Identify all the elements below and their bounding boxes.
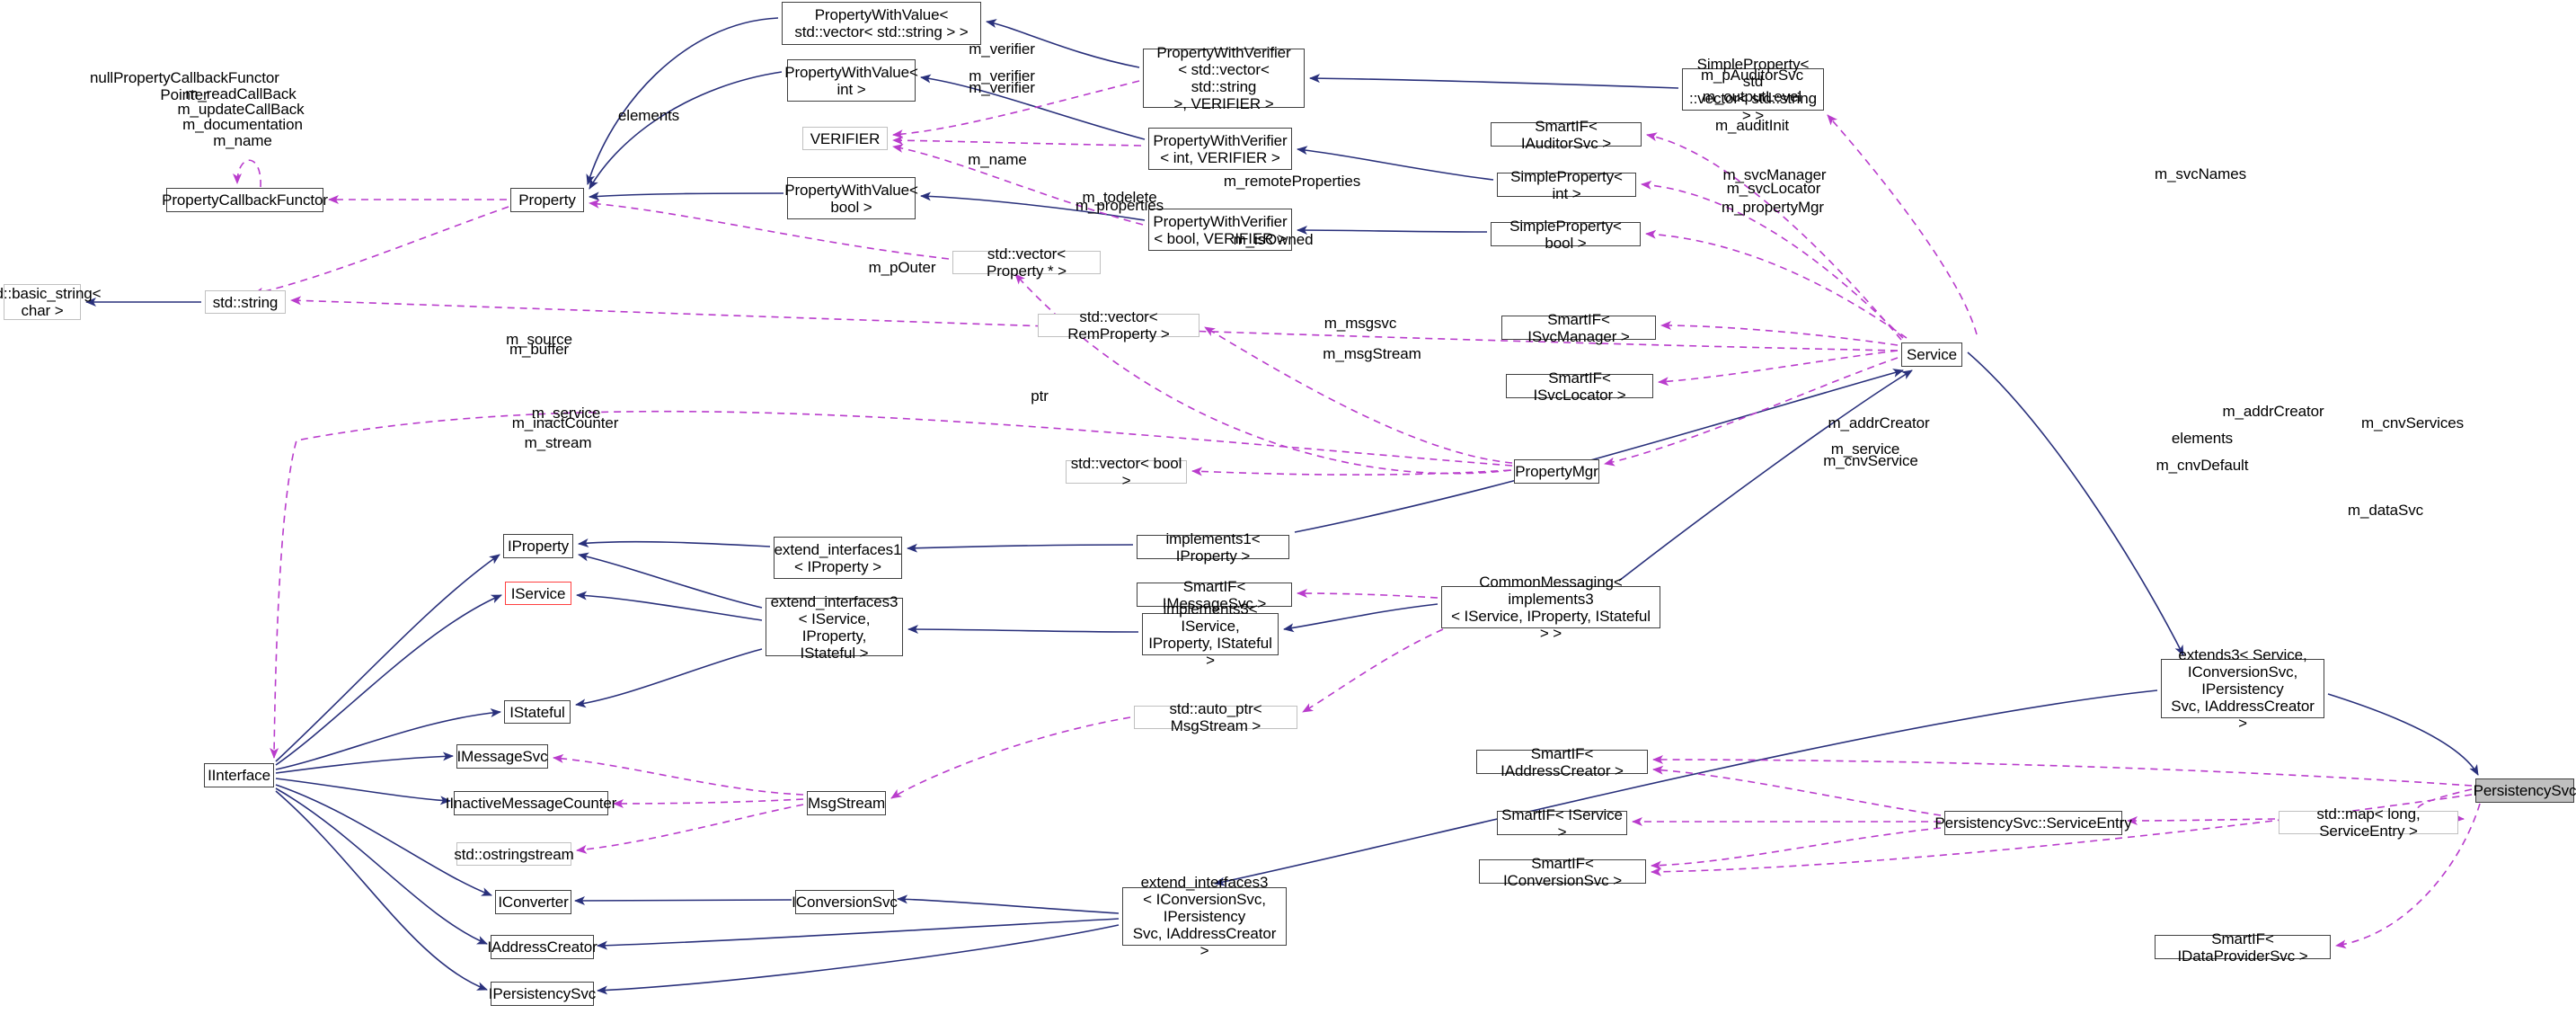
node-implements3-iservice[interactable]: implements3< IService, IProperty, IState… xyxy=(1142,600,1279,669)
edge-label-m-verifier-1: m_verifier xyxy=(969,40,1035,58)
edge-label-m-name-property: m_name xyxy=(213,132,272,149)
node-iinterface[interactable]: IInterface xyxy=(204,763,274,787)
node-msgstream[interactable]: MsgStream xyxy=(807,791,886,815)
node-extend-interfaces1-iproperty[interactable]: extend_interfaces1 < IProperty > xyxy=(774,537,902,579)
edge-label-m-auditinit: m_auditInit xyxy=(1714,117,1790,134)
edge-label-m-stream: m_stream xyxy=(524,434,592,451)
edge-label-m-cnvservice: m_cnvService xyxy=(1823,452,1918,469)
edge-label-m-service-entry: m_service xyxy=(1830,440,1900,458)
node-imessagesvc[interactable]: IMessageSvc xyxy=(456,744,548,769)
node-verifier[interactable]: VERIFIER xyxy=(802,127,888,150)
node-simple-property-int[interactable]: SimpleProperty< int > xyxy=(1497,168,1636,202)
node-iproperty[interactable]: IProperty xyxy=(503,534,573,558)
node-iaddresscreator[interactable]: IAddressCreator xyxy=(487,935,598,959)
node-simple-property-vec-string[interactable]: SimpleProperty< std ::vector< std::strin… xyxy=(1682,56,1824,124)
node-smartif-iservice[interactable]: SmartIF< IService > xyxy=(1497,806,1627,841)
edge-label-m-todelete: m_todelete xyxy=(1082,189,1157,206)
node-implements1-iproperty[interactable]: implements1< IProperty > xyxy=(1137,530,1289,565)
edge-label-m-datasvc: m_dataSvc xyxy=(2347,502,2424,519)
node-std-vector-property-ptr[interactable]: std::vector< Property * > xyxy=(952,245,1101,280)
edge-label-m-source: m_source xyxy=(506,331,572,348)
node-extends3-service[interactable]: extends3< Service, IConversionSvc, IPers… xyxy=(2161,646,2324,732)
edge-label-m-propertymgr: m_propertyMgr xyxy=(1722,199,1824,216)
node-std-auto-ptr-msgstream[interactable]: std::auto_ptr< MsgStream > xyxy=(1134,700,1297,734)
edge-label-m-outputlevel: m_outputLevel xyxy=(1702,88,1802,105)
edge-label-m-name-mid: m_name xyxy=(968,151,1027,168)
node-ipersistencysvc[interactable]: IPersistencySvc xyxy=(489,982,596,1006)
edge-label-m-verifier-3: m_verifier xyxy=(969,79,1035,96)
edge-label-m-svclocator: m_svcLocator xyxy=(1726,180,1821,197)
edge-label-m-addrcreator-mid: m_addrCreator xyxy=(1828,414,1930,431)
node-property-with-verifier-int[interactable]: PropertyWithVerifier < int, VERIFIER > xyxy=(1148,128,1292,170)
node-std-vector-remproperty[interactable]: std::vector< RemProperty > xyxy=(1038,308,1199,342)
node-property-mgr[interactable]: PropertyMgr xyxy=(1514,459,1599,484)
edge-label-m-updatecallback: m_updateCallBack xyxy=(177,101,305,118)
node-std-vector-bool[interactable]: std::vector< bool > xyxy=(1066,455,1187,489)
node-extend-interfaces3-iservice[interactable]: extend_interfaces3 < IService, IProperty… xyxy=(766,593,903,662)
edge-label-m-pauditorsvc: m_pAuditorSvc xyxy=(1701,67,1803,84)
node-persistencysvc-serviceentry[interactable]: PersistencySvc::ServiceEntry xyxy=(1934,811,2132,835)
node-smartif-iconversionsvc[interactable]: SmartIF< IConversionSvc > xyxy=(1479,855,1646,889)
edge-label-m-inactcounter: m_inactCounter xyxy=(511,414,619,431)
node-simple-property-bool[interactable]: SimpleProperty< bool > xyxy=(1491,218,1641,252)
node-property-with-verifier-vec-string[interactable]: PropertyWithVerifier < std::vector< std:… xyxy=(1143,44,1305,112)
edge-label-m-svcmanager: m_svcManager xyxy=(1722,166,1827,183)
node-istateful[interactable]: IStateful xyxy=(504,700,571,724)
edge-label-elements-property: elements xyxy=(617,107,680,124)
edge-label-m-svcnames: m_svcNames xyxy=(2155,165,2246,182)
edge-label-m-documentation: m_documentation xyxy=(182,116,303,133)
node-common-messaging[interactable]: CommonMessaging< implements3 < IService,… xyxy=(1441,574,1660,642)
edge-label-ptr: ptr xyxy=(1031,387,1049,405)
node-std-basic-string-char[interactable]: std::basic_string< char > xyxy=(0,284,102,320)
edge-label-m-buffer: m_buffer xyxy=(509,341,569,358)
node-smartif-isvclocator[interactable]: SmartIF< ISvcLocator > xyxy=(1506,369,1653,404)
node-smartif-iaddresscreator[interactable]: SmartIF< IAddressCreator > xyxy=(1476,745,1648,779)
node-iconversionsvc[interactable]: IConversionSvc xyxy=(792,890,898,914)
node-property[interactable]: Property xyxy=(510,188,584,212)
node-smartif-idataprovidersvc[interactable]: SmartIF< IDataProviderSvc > xyxy=(2155,930,2331,965)
node-std-map-long-serviceentry[interactable]: std::map< long, ServiceEntry > xyxy=(2279,805,2458,840)
node-iconverter[interactable]: IConverter xyxy=(495,890,571,914)
node-smartif-isvcmanager[interactable]: SmartIF< ISvcManager > xyxy=(1501,311,1656,345)
edge-label-m-addrcreator-right: m_addrCreator xyxy=(2222,403,2324,420)
edge-label-m-cnvdefault: m_cnvDefault xyxy=(2156,457,2249,474)
edge-label-m-readcallback: m_readCallBack xyxy=(185,85,297,102)
edge-label-m-msgstream: m_msgStream xyxy=(1323,345,1421,362)
node-std-string[interactable]: std::string xyxy=(205,290,286,314)
node-extend-interfaces3-iconversionsvc[interactable]: extend_interfaces3 < IConversionSvc, IPe… xyxy=(1122,874,1287,959)
node-property-with-value-int[interactable]: PropertyWithValue< int > xyxy=(784,59,918,102)
node-iservice[interactable]: IService xyxy=(505,582,571,605)
edge-label-nullpropertycallbackfunctorpointer: nullPropertyCallbackFunctor Pointer xyxy=(90,69,279,103)
edge-label-m-remoteproperties: m_remoteProperties xyxy=(1223,173,1361,190)
node-service[interactable]: Service xyxy=(1901,342,1962,367)
node-persistency-svc[interactable]: PersistencySvc xyxy=(2474,778,2576,803)
node-smartif-iauditorsvc[interactable]: SmartIF< IAuditorSvc > xyxy=(1491,118,1642,152)
node-property-with-value-vec-string[interactable]: PropertyWithValue< std::vector< std::str… xyxy=(782,2,981,45)
node-property-callback-functor[interactable]: PropertyCallbackFunctor xyxy=(162,188,328,212)
edge-label-m-properties: m_properties xyxy=(1075,197,1164,214)
node-iinactivemessagecounter[interactable]: IInactiveMessageCounter xyxy=(446,791,616,815)
node-property-with-verifier-bool[interactable]: PropertyWithVerifier < bool, VERIFIER > xyxy=(1148,209,1292,251)
edge-label-m-pouter: m_pOuter xyxy=(868,259,936,276)
edge-label-m-isowned: m_isOwned xyxy=(1233,231,1314,248)
edge-label-m-msgsvc: m_msgsvc xyxy=(1323,315,1397,332)
node-property-with-value-bool[interactable]: PropertyWithValue< bool > xyxy=(784,177,918,219)
edge-label-m-cnvservices: m_cnvServices xyxy=(2361,414,2464,431)
edge-label-m-service-msg: m_service xyxy=(531,405,601,422)
edge-label-m-verifier-2: m_verifier xyxy=(969,67,1035,84)
edge-label-elements-map: elements xyxy=(2171,430,2234,447)
node-std-ostringstream[interactable]: std::ostringstream xyxy=(454,842,574,866)
